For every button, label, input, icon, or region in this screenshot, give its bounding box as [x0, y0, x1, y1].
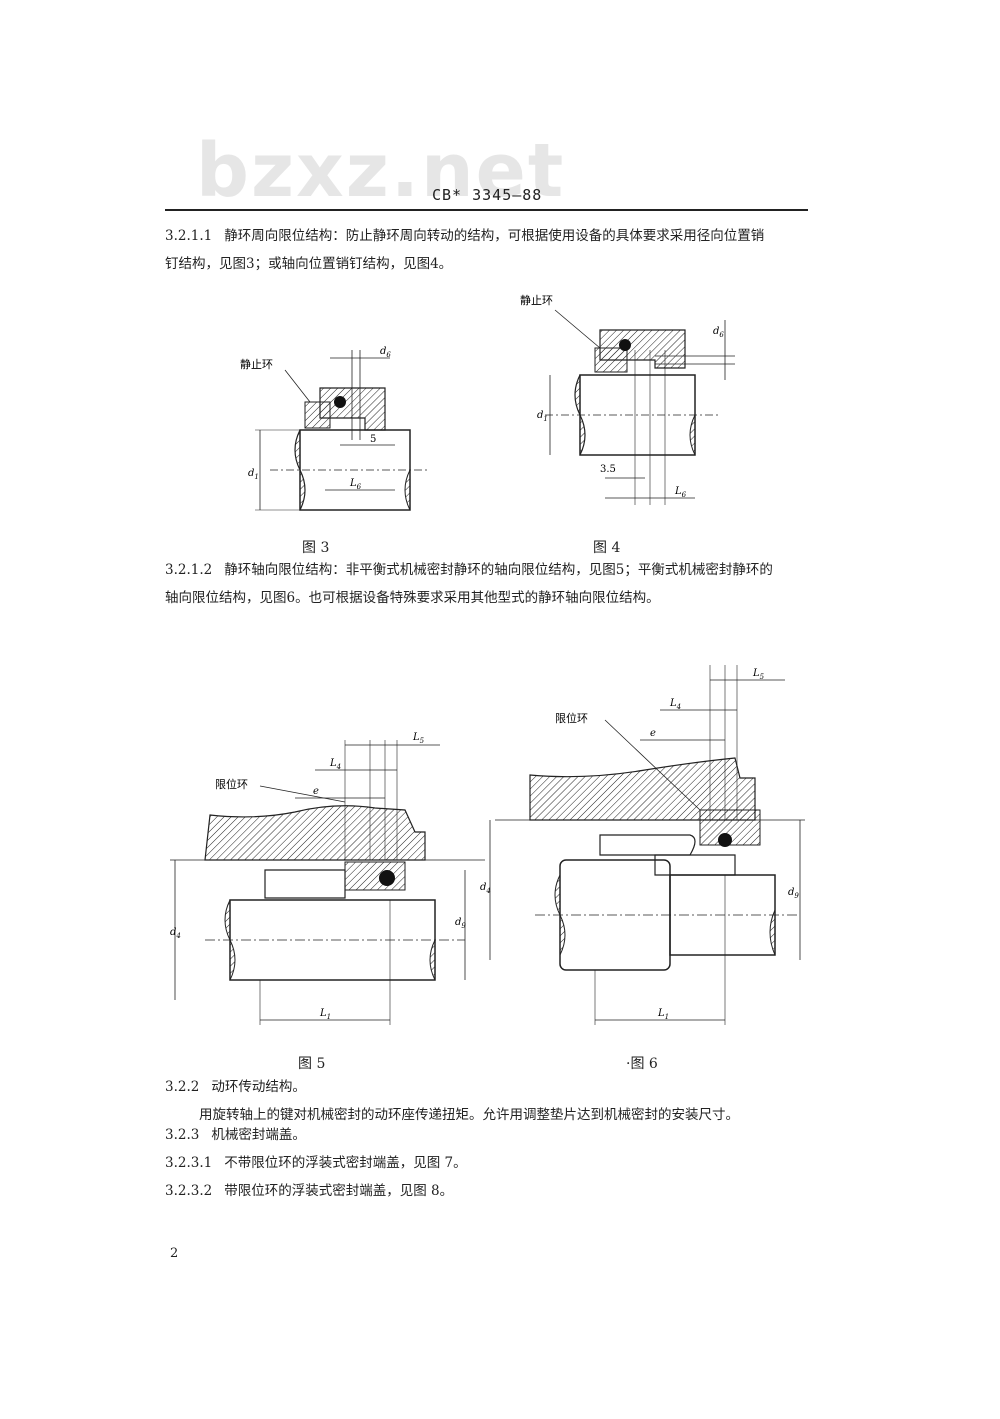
- section-text: 不带限位环的浮装式密封端盖，见图 7。: [224, 1155, 467, 1171]
- section-body: 用旋转轴上的键对机械密封的动环座传递扭矩。允许用调整垫片达到机械密封的安装尺寸。: [199, 1107, 739, 1123]
- section-number: 3.2.1.2: [165, 562, 213, 578]
- fig5-L4-label: L4: [329, 758, 341, 771]
- fig6-ring-label: 限位环: [555, 711, 588, 725]
- fig4-d6-label: d6: [713, 326, 724, 339]
- section-3-2-2: 3.2.2 动环传动结构。 用旋转轴上的键对机械密封的动环座传递扭矩。允许用调整垫…: [165, 1073, 815, 1129]
- section-number: 3.2.3.1: [165, 1155, 213, 1171]
- fig5-d4-label: d4: [170, 927, 181, 940]
- fig3-ring-label: 静止环: [240, 357, 273, 371]
- page-number: 2: [170, 1246, 179, 1261]
- fig5-L5-label: L5: [412, 732, 425, 745]
- figure-3-caption: 图 3: [302, 540, 330, 556]
- fig5-L1-label: L1: [319, 1008, 331, 1021]
- section-text: 带限位环的浮装式密封端盖，见图 8。: [224, 1183, 454, 1199]
- standard-code: CB* 3345—88: [432, 186, 543, 204]
- figure-6-caption: ·图 6: [626, 1056, 658, 1072]
- section-text-line2: 轴向限位结构，见图6。也可根据设备特殊要求采用其他型式的静环轴向限位结构。: [165, 590, 660, 606]
- fig3-d1-label: d1: [248, 468, 259, 481]
- fig3-L6-label: L6: [349, 478, 362, 491]
- section-text-line1: 静环周向限位结构：防止静环周向转动的结构，可根据使用设备的具体要求采用径向位置销: [224, 228, 765, 244]
- header-rule: [165, 209, 808, 211]
- section-3-2-1-2: 3.2.1.2 静环轴向限位结构：非平衡式机械密封静环的轴向限位结构，见图5；平衡…: [165, 556, 815, 612]
- figure-4-drawing: 静止环 d6 3.5 L6 d1: [520, 293, 735, 505]
- fig4-d1-label: d1: [537, 410, 548, 423]
- section-number: 3.2.1.1: [165, 228, 213, 244]
- figure-6-drawing: 限位环 L5 L4 e d4 d9 L1: [480, 665, 805, 1025]
- fig6-L5-label: L5: [752, 668, 765, 681]
- section-number: 3.2.3.2: [165, 1183, 213, 1199]
- section-title: 机械密封端盖。: [211, 1127, 306, 1143]
- fig6-L1-label: L1: [657, 1008, 669, 1021]
- section-number: 3.2.2: [165, 1079, 200, 1095]
- figure-4-caption: 图 4: [593, 540, 621, 556]
- fig3-dim-5: 5: [370, 434, 376, 445]
- figure-5-drawing: 限位环 L5 L4 e d4 d9 L1: [170, 732, 485, 1025]
- figure-3-drawing: 静止环 d6 5 L6 d1: [240, 346, 430, 511]
- fig5-ring-label: 限位环: [215, 777, 248, 791]
- fig5-d9-label: d9: [455, 917, 466, 930]
- fig6-d4-label: d4: [480, 882, 491, 895]
- fig6-L4-label: L4: [669, 698, 681, 711]
- section-3-2-1-1: 3.2.1.1 静环周向限位结构：防止静环周向转动的结构，可根据使用设备的具体要求…: [165, 222, 815, 278]
- watermark: bzxz.net: [196, 128, 566, 214]
- fig6-e-label: e: [650, 728, 656, 739]
- section-text-line2: 钉结构，见图3；或轴向位置销钉结构，见图4。: [165, 256, 453, 272]
- figure-5-caption: 图 5: [298, 1056, 326, 1072]
- fig4-ring-label: 静止环: [520, 293, 553, 307]
- section-title: 动环传动结构。: [211, 1079, 306, 1095]
- fig4-dim-3-5: 3.5: [600, 464, 616, 475]
- section-number: 3.2.3: [165, 1127, 200, 1143]
- fig5-e-label: e: [313, 786, 319, 797]
- fig6-d9-label: d9: [788, 887, 799, 900]
- fig3-d6-label: d6: [380, 346, 391, 359]
- fig4-L6-label: L6: [674, 486, 687, 499]
- section-text-line1: 静环轴向限位结构：非平衡式机械密封静环的轴向限位结构，见图5；平衡式机械密封静环…: [224, 562, 773, 578]
